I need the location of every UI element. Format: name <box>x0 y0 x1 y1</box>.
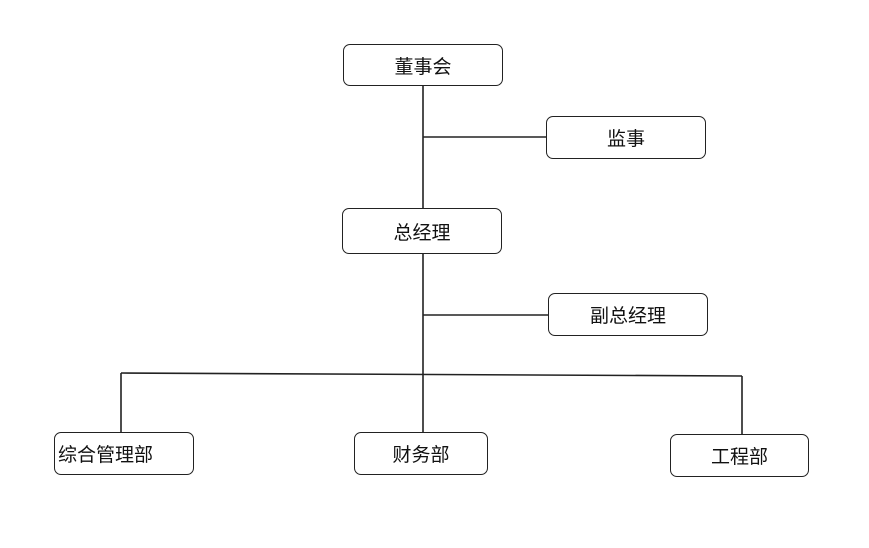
node-general-admin-dept-label: 综合管理部 <box>58 444 154 466</box>
node-supervisor-label: 监事 <box>606 128 645 150</box>
node-supervisor: 监事 <box>546 116 706 159</box>
node-finance-dept-label: 财务部 <box>392 444 450 466</box>
node-general-manager-label: 总经理 <box>393 221 451 244</box>
node-deputy-general-manager: 副总经理 <box>548 293 708 336</box>
node-engineering-dept: 工程部 <box>670 434 809 477</box>
node-finance-dept: 财务部 <box>354 432 488 475</box>
node-general-admin-dept: 综合管理部 <box>54 432 194 475</box>
node-deputy-general-manager-label: 副总经理 <box>589 305 666 327</box>
node-general-manager: 总经理 <box>342 208 502 254</box>
node-engineering-dept-label: 工程部 <box>710 446 768 468</box>
node-board-label: 董事会 <box>394 55 452 78</box>
line-department-bus <box>120 372 743 377</box>
node-board: 董事会 <box>343 44 503 86</box>
